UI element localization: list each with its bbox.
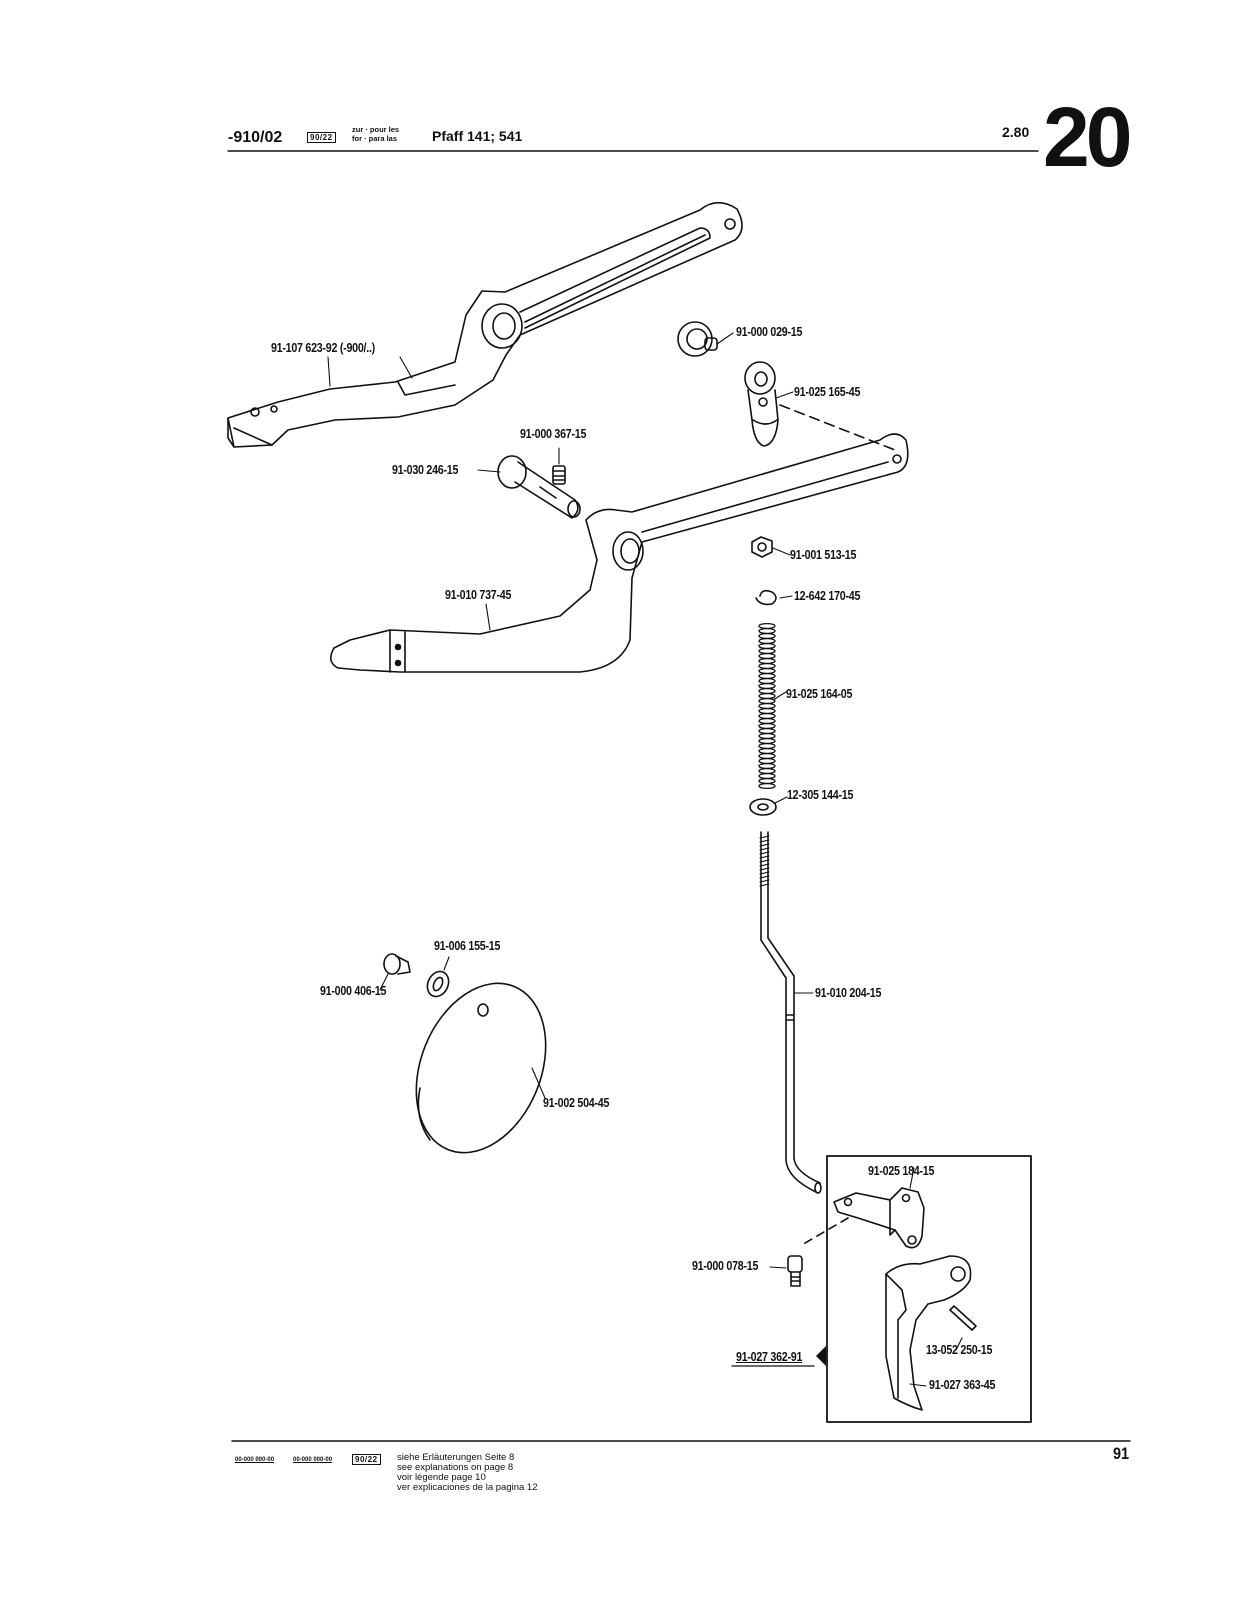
ring-drawing	[755, 589, 793, 606]
assembly-pointer	[816, 1346, 826, 1366]
main-lever-drawing	[330, 433, 909, 673]
footer-number-format-1: 00-000 000-00	[235, 1457, 275, 1463]
disc-washer-drawing	[426, 956, 450, 998]
machine-model: Pfaff 141; 541	[432, 128, 523, 144]
part-label-setscrew: 91-000 367-15	[520, 426, 587, 441]
edition-date: 2.80	[1002, 124, 1030, 140]
part-label-small-washer: 12-305 144-15	[787, 787, 854, 802]
upper-lever-drawing	[227, 201, 743, 448]
knee-lever-drawing	[885, 1255, 972, 1411]
section-number: 20	[1043, 90, 1132, 184]
part-label-main-lever: 91-010 737-45	[445, 587, 512, 602]
part-label-bracket-screw: 91-000 078-15	[692, 1258, 759, 1273]
part-label-bracket: 91-025 184-15	[868, 1163, 935, 1178]
footer-note-french: voir légende page 10	[397, 1472, 486, 1483]
setscrew-shaft-drawing	[477, 447, 581, 519]
part-label-shaft: 91-030 246-15	[392, 462, 459, 477]
disc-drawing	[415, 982, 547, 1154]
ball-joint-drawing	[744, 361, 896, 451]
bracket-screw-drawing	[769, 1255, 803, 1287]
part-label-disc: 91-002 504-45	[543, 1095, 610, 1110]
nut-drawing	[751, 536, 791, 558]
part-label-assembly: 91-027 362-91	[736, 1349, 803, 1364]
part-label-nut: 91-001 513-15	[790, 547, 857, 562]
page-number: 91	[1113, 1444, 1130, 1463]
part-label-spring: 91-025 164-05	[786, 686, 853, 701]
small-washer-drawing	[749, 796, 788, 816]
disc-screw-drawing	[379, 953, 411, 991]
part-label-collar: 91-000 029-15	[736, 324, 803, 339]
footer-note-spanish: ver explicaciones de la pagina 12	[397, 1482, 538, 1493]
part-label-ring: 12-642 170-45	[794, 588, 861, 603]
language-line-2: for · para las	[352, 134, 398, 143]
rod-thread-drawing	[759, 835, 770, 887]
part-label-knee-lever: 91-027 363-45	[929, 1377, 996, 1392]
rod-drawing	[760, 831, 822, 1194]
footer-note-english: see explanations on page 8	[397, 1462, 514, 1473]
spring-drawing	[758, 622, 776, 790]
inset-frame	[826, 1155, 1032, 1423]
bracket-drawing	[799, 1167, 925, 1249]
part-label-pin: 13-052 250-15	[926, 1342, 993, 1357]
part-label-upper-lever: 91-107 623-92 (-900/..)	[271, 340, 375, 355]
footer-note-german: siehe Erläuterungen Seite 8	[397, 1452, 515, 1463]
pin-drawing	[949, 1305, 977, 1351]
boxed-reference: 90/22	[307, 132, 336, 143]
part-label-ball-joint: 91-025 165-45	[794, 384, 861, 399]
footer-number-format-2: 00-000 000-00	[293, 1457, 333, 1463]
part-label-disc-screw: 91-000 406-15	[320, 983, 387, 998]
part-label-washer: 91-006 155-15	[434, 938, 501, 953]
language-line-1: zur · pour les	[352, 125, 400, 134]
part-label-rod: 91-010 204-15	[815, 985, 882, 1000]
collar-drawing	[677, 321, 734, 357]
catalog-code: -910/02	[228, 129, 283, 146]
footer-boxed-reference: 90/22	[352, 1454, 381, 1465]
